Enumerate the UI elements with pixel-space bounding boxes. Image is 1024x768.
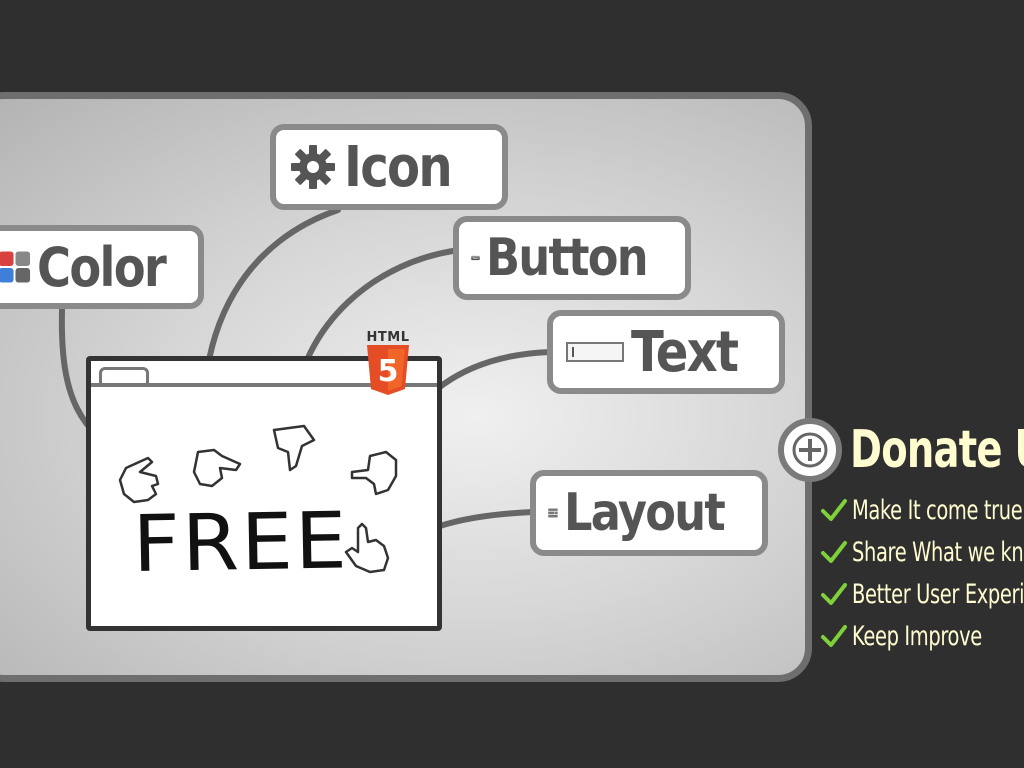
list-item-text: Make It come true [852, 494, 1023, 526]
list-item: Keep Improve [820, 616, 1024, 656]
layout-label[interactable]: Layout [530, 470, 768, 556]
list-item-text: Keep Improve [852, 620, 982, 652]
plus-icon [792, 432, 828, 468]
checkmark-icon [821, 583, 847, 605]
html5-shield-icon: 5 [367, 345, 409, 395]
text-label-text: Text [631, 319, 739, 385]
browser-tab [99, 367, 149, 385]
pointing-hand-icon [118, 456, 160, 504]
list-item: Make It come true [820, 490, 1024, 530]
save-button-icon-text: Save [473, 258, 479, 260]
html5-badge: HTML 5 [362, 330, 414, 401]
pointing-hand-icon [192, 448, 242, 488]
checkmark-icon [821, 625, 847, 647]
list-item: Share What we know [820, 532, 1024, 572]
browser-window [86, 356, 442, 631]
layout-grid-icon [548, 508, 558, 518]
save-button-icon: Save [471, 255, 480, 261]
pointing-hand-icon [344, 522, 390, 574]
color-palette-icon [0, 251, 31, 283]
html5-badge-text: HTML [366, 330, 410, 345]
button-label-text: Button [485, 228, 649, 288]
checkmark-icon [821, 541, 847, 563]
pointing-hand-icon [272, 424, 316, 472]
button-label[interactable]: Save Button [453, 216, 691, 300]
gear-icon [291, 145, 335, 189]
icon-label-text: Icon [344, 134, 453, 200]
color-label-text: Color [37, 235, 167, 299]
list-item-text: Better User Experience [852, 578, 1024, 610]
donate-plus-button[interactable] [778, 418, 842, 482]
icon-label[interactable]: Icon [270, 124, 508, 210]
list-item-text: Share What we know [852, 536, 1024, 568]
donate-title[interactable]: Donate Us [850, 420, 1024, 480]
color-label[interactable]: Color [0, 225, 204, 309]
list-item: Better User Experience [820, 574, 1024, 614]
text-field-icon [566, 342, 624, 362]
pointing-hand-icon [350, 450, 398, 496]
checkmark-icon [821, 499, 847, 521]
html5-badge-digit: 5 [378, 354, 399, 389]
text-label[interactable]: Text [547, 310, 785, 394]
browser-toolbar [91, 383, 437, 387]
layout-label-text: Layout [563, 483, 726, 543]
